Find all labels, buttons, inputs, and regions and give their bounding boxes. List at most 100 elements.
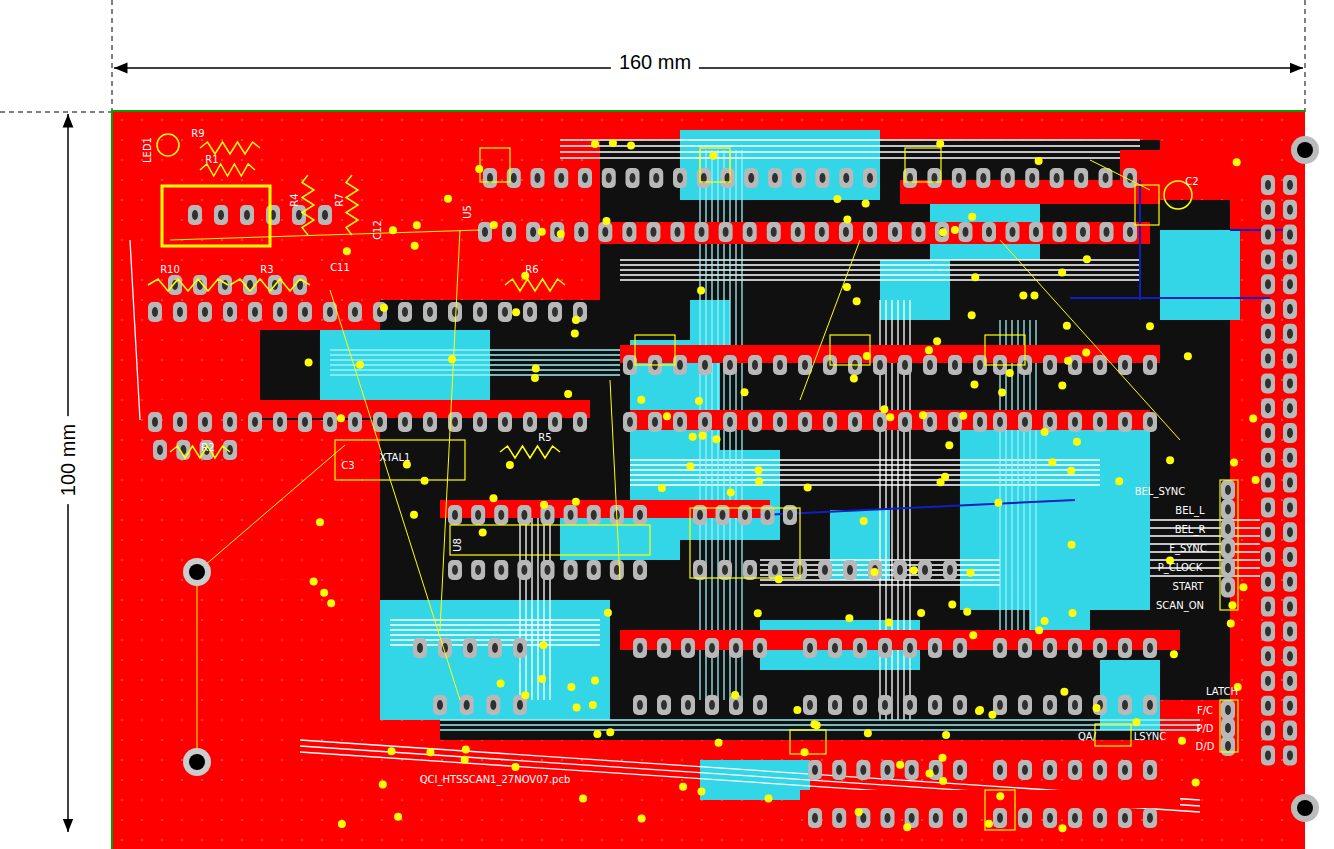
through-hole-pad [1221, 718, 1235, 738]
board-edge [111, 110, 113, 849]
through-hole-pad [823, 412, 837, 432]
through-hole-pad [953, 695, 967, 715]
via [609, 139, 617, 147]
through-hole-pad [523, 412, 537, 432]
signal-name: BEL_R [1175, 525, 1206, 535]
signal-trace [760, 584, 1000, 585]
signal-name: LATCH [1206, 687, 1238, 697]
through-hole-pad [1283, 572, 1297, 592]
part-designator: U8 [453, 538, 463, 552]
through-hole-pad [223, 440, 237, 460]
through-hole-pad [223, 302, 237, 322]
through-hole-pad [318, 205, 332, 225]
through-hole-pad [517, 505, 531, 525]
through-hole-pad [719, 222, 733, 242]
via [925, 346, 933, 354]
via [479, 529, 487, 537]
component-outline [1135, 185, 1159, 225]
through-hole-pad [471, 505, 485, 525]
signal-trace [519, 500, 520, 700]
through-hole-pad [881, 808, 895, 828]
through-hole-pad [935, 222, 949, 242]
via [461, 756, 469, 764]
mounting-hole [1291, 136, 1319, 164]
part-designator: R9 [191, 129, 204, 139]
through-hole-pad [718, 560, 732, 580]
signal-trace [440, 719, 1200, 720]
extension-line [0, 112, 112, 113]
via [567, 683, 575, 691]
through-hole-pad [773, 355, 787, 375]
component-outline [905, 148, 941, 182]
through-hole-pad [1261, 324, 1275, 344]
via [1233, 158, 1241, 166]
dimension-label: 160 mm [611, 51, 699, 73]
signal-trace [525, 500, 526, 700]
through-hole-pad [1068, 695, 1082, 715]
via [1228, 601, 1236, 609]
through-hole-pad [413, 638, 427, 658]
via [540, 501, 548, 509]
part-designator: XTAL1 [380, 453, 411, 463]
copper-pour [1160, 230, 1240, 320]
signal-trace [543, 500, 544, 700]
signal-name: P/D [1196, 724, 1213, 734]
through-hole-pad [856, 760, 870, 780]
part-designator: R4 [290, 193, 300, 206]
through-hole-pad [1068, 808, 1082, 828]
via [903, 823, 911, 831]
resistor-symbol [230, 279, 310, 291]
through-hole-pad [648, 412, 662, 432]
resistor-symbol [346, 175, 358, 235]
via [709, 152, 717, 160]
via [741, 388, 749, 396]
board-edge [112, 110, 1305, 112]
via [572, 316, 580, 324]
through-hole-pad [673, 168, 687, 188]
via [910, 566, 918, 574]
signal-name: BEL_L [1175, 506, 1204, 516]
via [489, 494, 497, 502]
through-hole-pad [744, 168, 758, 188]
through-hole-pad [587, 505, 601, 525]
signal-name: P_CLOCK [1158, 563, 1203, 573]
through-hole-pad [564, 505, 578, 525]
through-hole-pad [1001, 168, 1015, 188]
part-designator: R6 [525, 265, 538, 275]
through-hole-pad [373, 302, 387, 322]
through-hole-pad [903, 638, 917, 658]
through-hole-pad [223, 412, 237, 432]
through-hole-pad [816, 168, 830, 188]
through-hole-pad [1221, 539, 1235, 559]
component-outline [450, 525, 650, 555]
via [1184, 352, 1192, 360]
through-hole-pad [1283, 299, 1297, 319]
led-outline [157, 134, 179, 156]
signal-name: START [1173, 582, 1204, 592]
through-hole-pad [1283, 522, 1297, 542]
signal-trace [560, 145, 1140, 146]
through-hole-pad [1261, 696, 1275, 716]
through-hole-pad [1261, 745, 1275, 765]
through-hole-pad [1093, 808, 1107, 828]
via [475, 165, 483, 173]
via [988, 711, 996, 719]
via [421, 477, 429, 485]
ratsnest-line [1090, 160, 1150, 190]
part-designator: C12 [373, 220, 383, 240]
extension-line [112, 0, 113, 112]
via [1058, 824, 1066, 832]
signal-trace [1150, 519, 1260, 520]
through-hole-pad [1283, 398, 1297, 418]
part-designator: R1 [205, 155, 218, 165]
through-hole-pad [148, 302, 162, 322]
via [936, 140, 944, 148]
via [998, 389, 1006, 397]
via [426, 748, 434, 756]
resistor-symbol [148, 279, 228, 291]
signal-trace [390, 624, 600, 625]
through-hole-pad [513, 638, 527, 658]
component-outline [830, 335, 870, 365]
through-hole-pad [753, 638, 767, 658]
through-hole-pad [1283, 324, 1297, 344]
